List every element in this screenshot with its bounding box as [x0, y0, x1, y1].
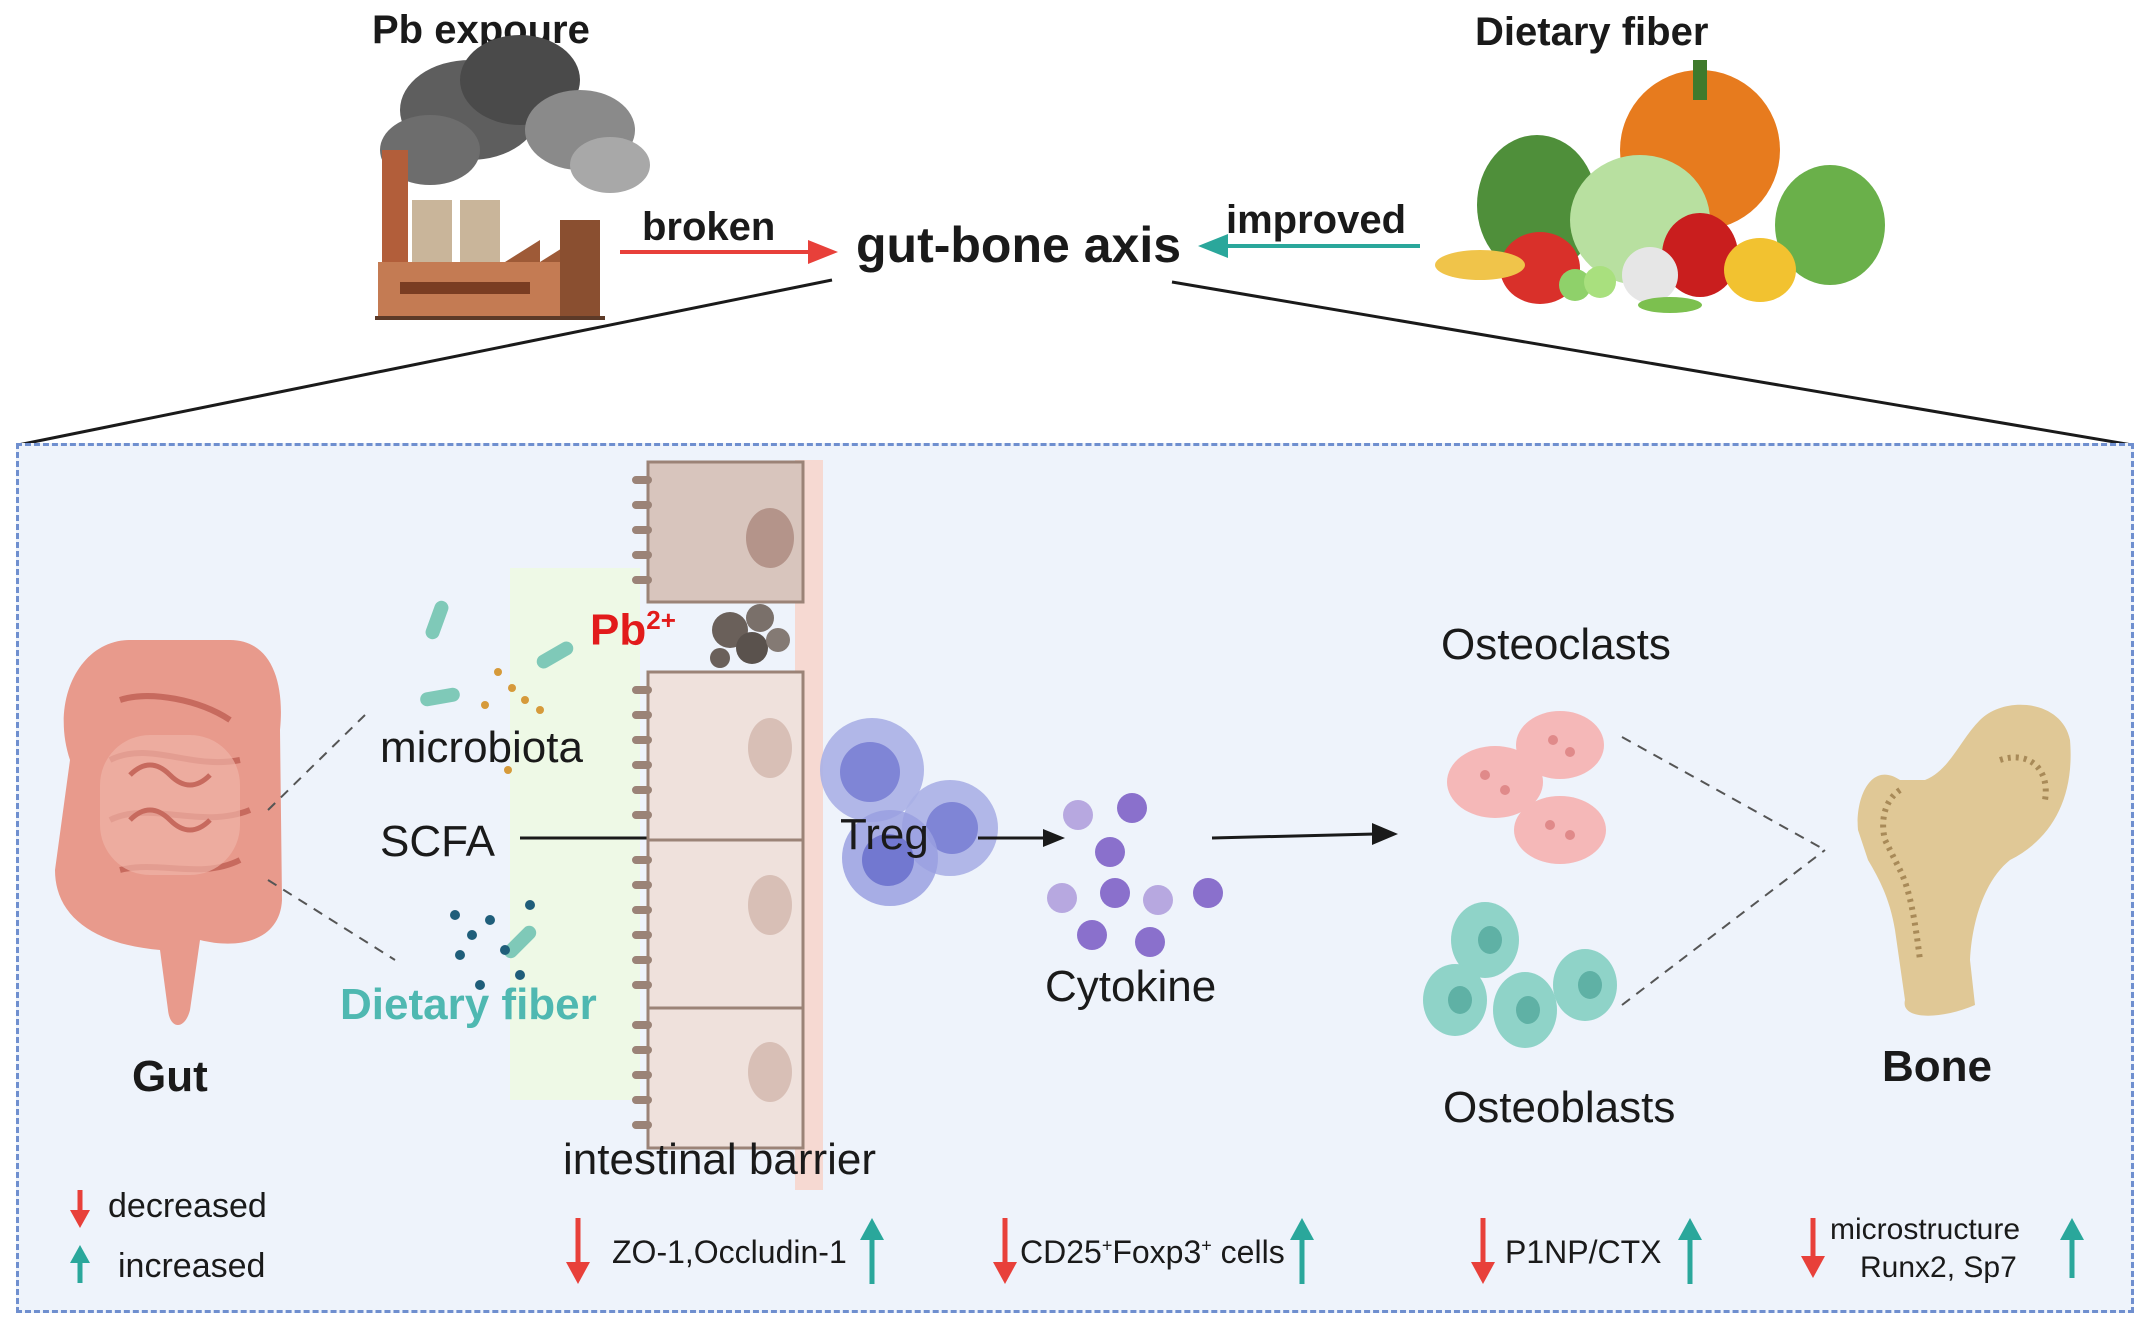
broken-label: broken	[642, 205, 776, 249]
cytokine-label: Cytokine	[1045, 962, 1217, 1011]
mechanism-panel	[16, 443, 2134, 1313]
genes-marker-label: Runx2, Sp7	[1860, 1251, 2017, 1284]
treg-label: Treg	[840, 810, 929, 859]
treg-cells-icon	[820, 718, 998, 906]
osteoblasts-label: Osteoblasts	[1443, 1083, 1676, 1132]
treg-arrow-head	[1043, 829, 1065, 847]
bone-link-upper	[1621, 736, 1826, 851]
legend-increased-label: increased	[118, 1247, 266, 1285]
zoom-line-lower	[267, 879, 396, 961]
gut-label: Gut	[132, 1052, 208, 1101]
bone-icon	[1857, 704, 2071, 1016]
intestinal-epithelium	[632, 460, 823, 1190]
turnover-up-arrow	[1678, 1218, 1702, 1284]
funnel-line-left	[17, 278, 833, 447]
broken-arrow-head	[808, 240, 838, 264]
cells-text: cells	[1211, 1234, 1285, 1270]
gut-icon	[55, 640, 282, 1025]
osteoblasts-icon	[1423, 902, 1617, 1048]
legend-decreased-label: decreased	[108, 1187, 267, 1225]
scfa-label: SCFA	[380, 817, 495, 866]
cytokine-particles	[1047, 793, 1223, 957]
cytokine-arrow-head	[1372, 823, 1398, 845]
bone-down-arrow	[1801, 1218, 1825, 1278]
lead-particles-icon	[710, 604, 790, 668]
treg-up-arrow	[1290, 1218, 1314, 1284]
microbiota-label: microbiota	[380, 723, 583, 772]
barrier-down-arrow	[566, 1218, 590, 1284]
bone-link-lower	[1621, 849, 1826, 1006]
lead-ion-base: Pb	[590, 605, 647, 655]
improved-arrow-head	[1198, 234, 1228, 258]
gut-bone-axis-title: gut-bone axis	[856, 217, 1182, 273]
turnover-marker-label: P1NP/CTX	[1505, 1234, 1662, 1270]
foxp3-text: Foxp3	[1112, 1234, 1202, 1270]
legend-decreased-arrow	[70, 1190, 90, 1228]
barrier-marker-label: ZO-1,Occludin-1	[612, 1234, 847, 1270]
treg-down-arrow	[993, 1218, 1017, 1284]
osteoclasts-icon	[1447, 711, 1606, 864]
vegetables-icon	[1435, 60, 1885, 313]
improved-label: improved	[1226, 198, 1407, 242]
osteoclasts-label: Osteoclasts	[1441, 620, 1671, 669]
legend-increased-arrow	[70, 1245, 90, 1283]
bacteria-icon	[420, 600, 574, 959]
dietary-fiber-title: Dietary fiber	[1475, 10, 1709, 54]
factory-icon	[375, 35, 650, 320]
intestinal-barrier-label: intestinal barrier	[563, 1135, 877, 1184]
zoom-line-upper	[267, 714, 366, 811]
lead-ion-charge: 2+	[646, 605, 676, 635]
dietary-fiber-label: Dietary fiber	[340, 980, 597, 1029]
funnel-line-right	[1171, 280, 2133, 447]
lead-ion-label: Pb2+	[590, 605, 676, 656]
turnover-down-arrow	[1471, 1218, 1495, 1284]
barrier-up-arrow	[860, 1218, 884, 1284]
mucus-layer	[510, 568, 640, 1100]
bone-label: Bone	[1882, 1042, 1992, 1091]
bone-up-arrow	[2060, 1218, 2084, 1278]
treg-marker-label: CD25+Foxp3+ cells	[1020, 1234, 1285, 1270]
microstructure-marker-label: microstructure	[1830, 1213, 2021, 1246]
fiber-particles	[450, 900, 535, 990]
cd25-text: CD25	[1020, 1234, 1102, 1270]
cytokine-arrow-line	[1211, 832, 1376, 840]
